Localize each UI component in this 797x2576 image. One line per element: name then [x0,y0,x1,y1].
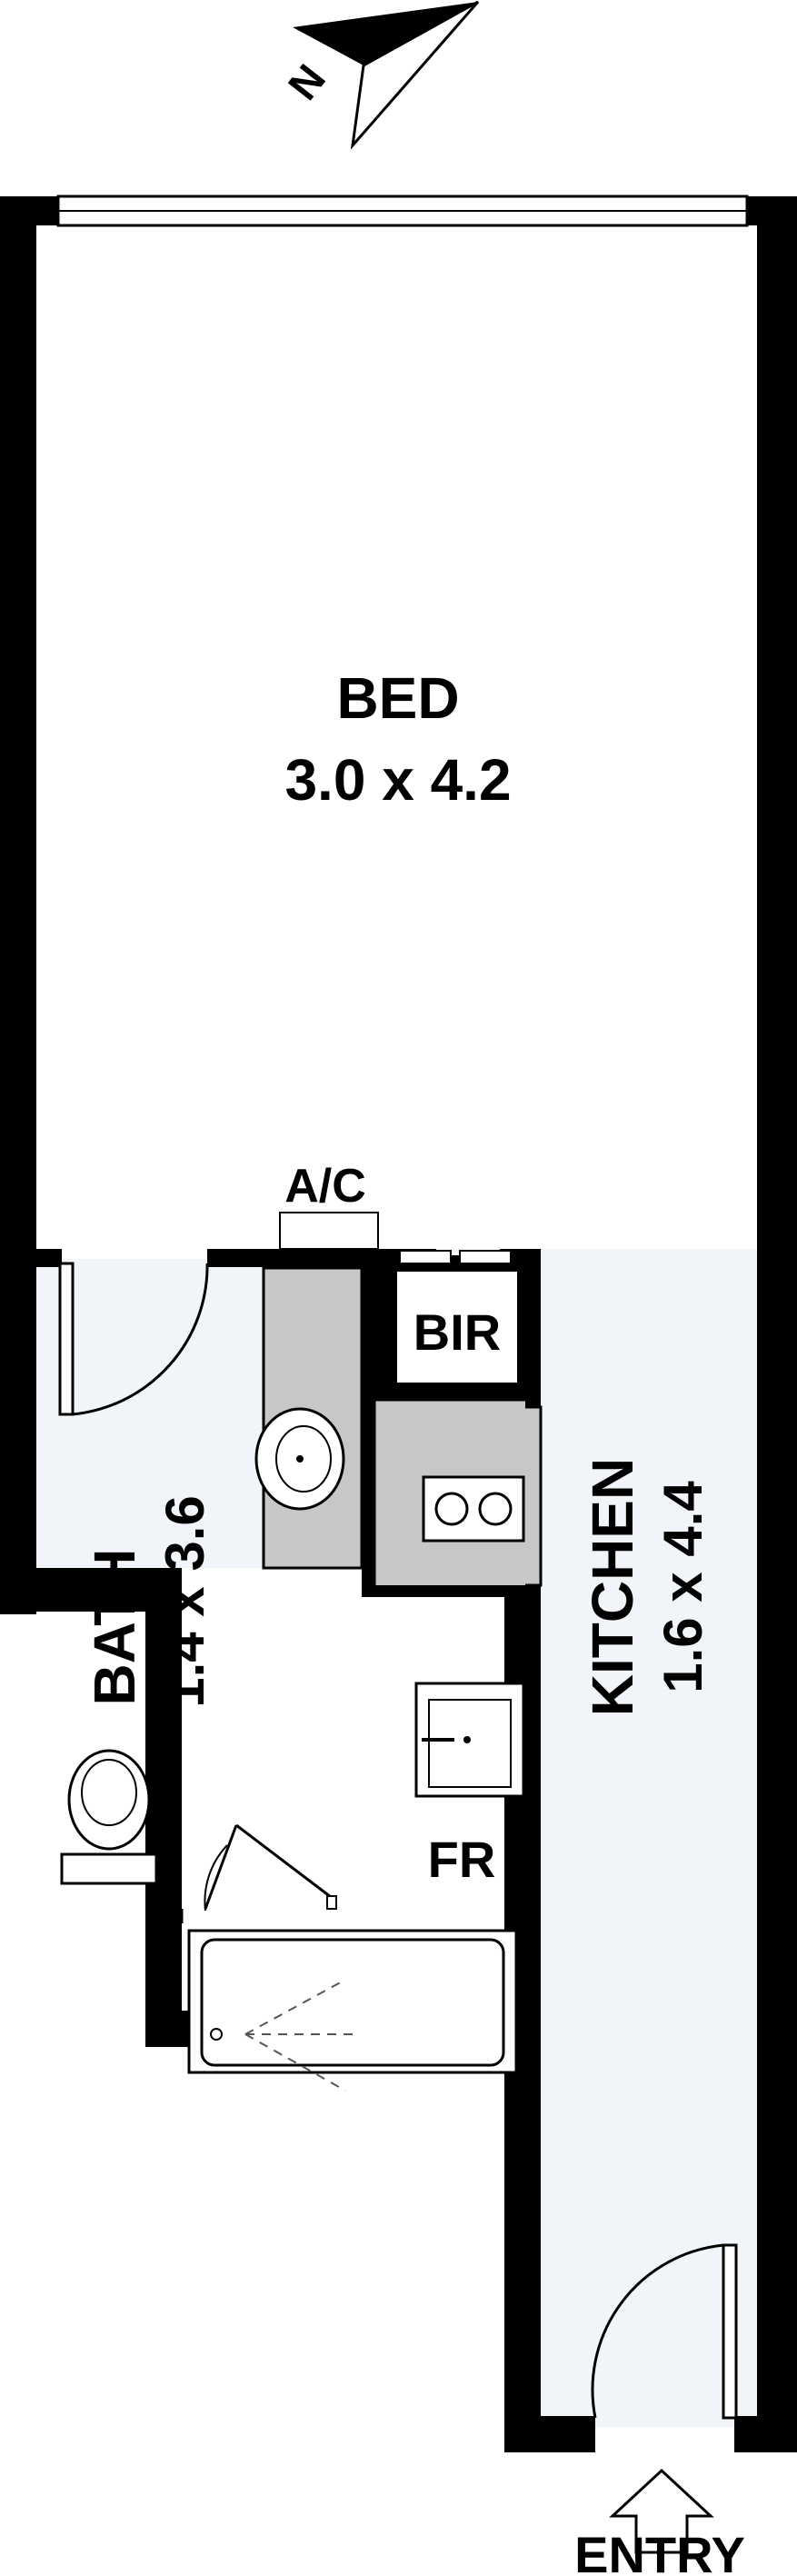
north-arrow-icon: N [279,0,480,150]
ac-label: A/C [284,1160,366,1213]
ac-unit [279,1212,379,1250]
bath-door [58,1262,209,1416]
kitchen-room-name: KITCHEN [580,1458,645,1716]
shower-door [180,1823,337,1923]
toilet-icon [60,1749,158,1885]
kitchen-room-size: 1.6 x 4.4 [653,1481,713,1693]
bath-room-size: 1.4 x 3.6 [154,1495,215,1708]
cooktop-icon [422,1475,525,1543]
bath-room-name: BATH [82,1549,147,1706]
entry-door [591,2243,738,2420]
bathtub-icon [187,1929,518,2092]
entry-label: ENTRY [574,2526,745,2576]
kitchen-floor [541,1249,757,2427]
compass-letter: N [279,55,334,108]
bath-vanity [254,1266,364,1570]
bir-label: BIR [413,1303,501,1361]
bed-room-name: BED [336,665,459,731]
built-in-robe [381,1250,533,1399]
kitchen-sink-icon [414,1682,525,1798]
entry-arrow-icon [609,2468,714,2554]
bed-room-size: 3.0 x 4.2 [284,747,511,813]
fr-label: FR [428,1831,496,1888]
bedroom-window [56,195,749,227]
